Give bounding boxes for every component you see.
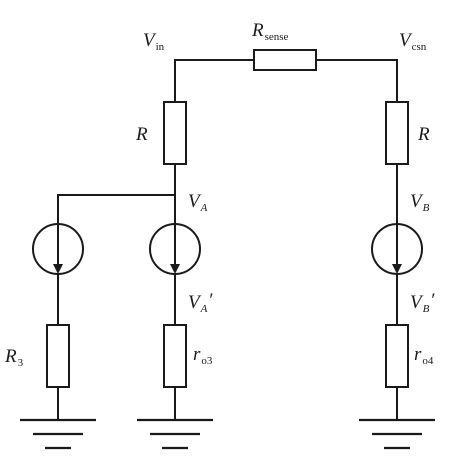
- label-ro3: ro3: [193, 344, 213, 367]
- current-source-left: [32, 223, 84, 275]
- label-vcsn: Vcsn: [399, 30, 427, 53]
- ground-left: [20, 418, 96, 450]
- label-r-right: R: [417, 124, 430, 145]
- current-source-a: [149, 223, 201, 275]
- label-vb: VB: [410, 191, 430, 214]
- resistor-r-left: [163, 101, 187, 165]
- label-va-prime: VA′: [188, 290, 214, 315]
- label-vin: Vin: [143, 30, 165, 53]
- resistor-ro3: [163, 324, 187, 388]
- current-source-b: [371, 223, 423, 275]
- label-ro4: ro4: [414, 344, 434, 367]
- resistor-r3: [46, 324, 70, 388]
- label-rsense: Rsense: [251, 20, 289, 43]
- ground-right: [359, 418, 435, 450]
- resistor-rsense: [253, 49, 317, 71]
- resistor-r-right: [385, 101, 409, 165]
- ground-middle: [137, 418, 213, 450]
- resistor-ro4: [385, 324, 409, 388]
- label-va: VA: [188, 191, 208, 214]
- label-vb-prime: VB′: [410, 290, 436, 315]
- label-r-left: R: [135, 124, 148, 145]
- label-r3: R3: [4, 346, 24, 369]
